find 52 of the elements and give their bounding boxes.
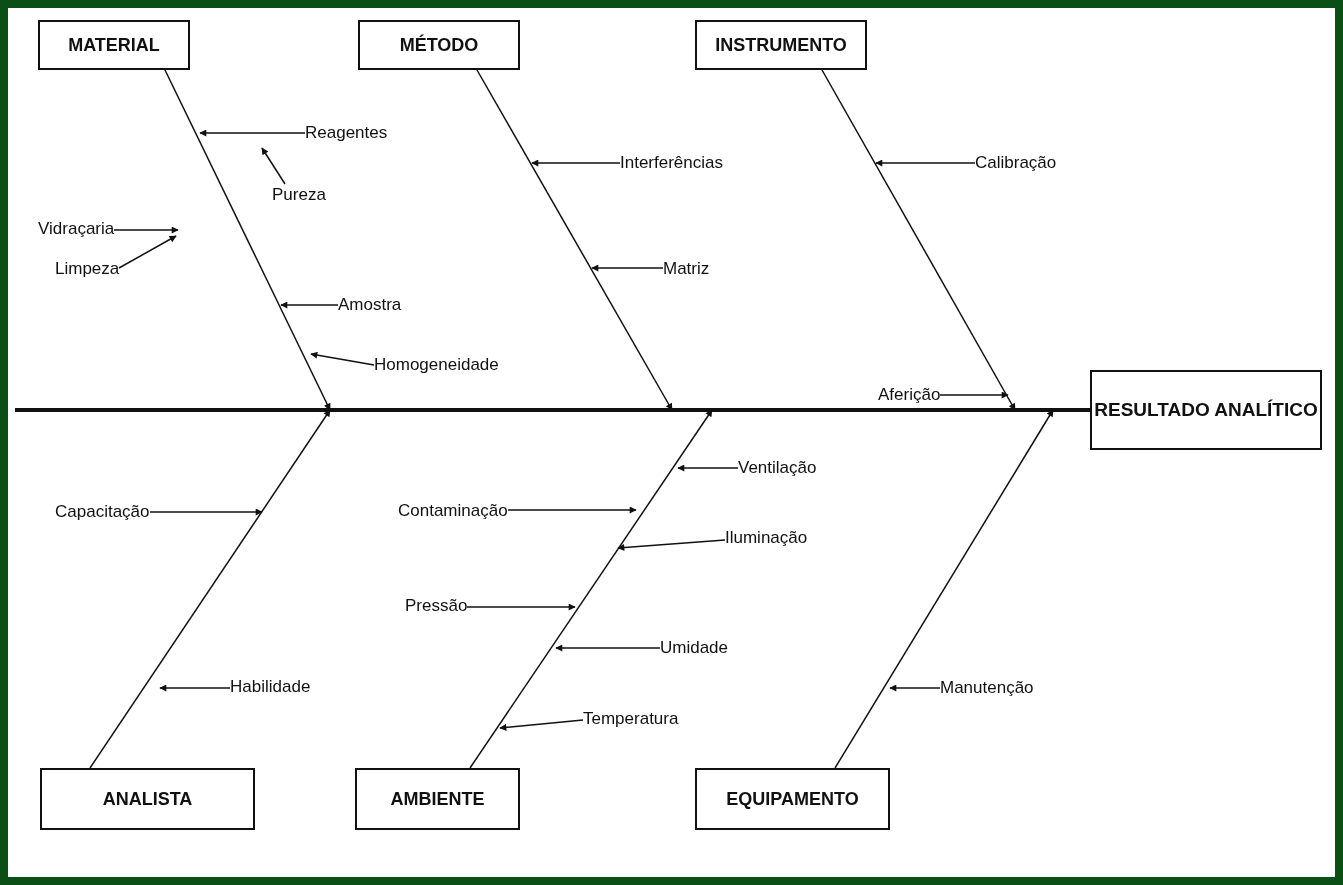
cause-label: Amostra [338, 294, 402, 316]
arrow [499, 719, 584, 731]
cause-label: Calibração [975, 152, 1057, 174]
arrow [89, 409, 331, 769]
arrow [617, 539, 726, 551]
category-box: EQUIPAMENTO [695, 768, 890, 830]
arrow [531, 159, 621, 167]
category-box: MATERIAL [38, 20, 190, 70]
category-box: INSTRUMENTO [695, 20, 867, 70]
cause-label: Habilidade [230, 676, 311, 698]
arrow [591, 264, 664, 272]
arrow [149, 508, 263, 516]
cause-label: Matriz [663, 258, 710, 280]
category-box: MÉTODO [358, 20, 520, 70]
arrow [821, 69, 1016, 411]
arrow [939, 391, 1009, 399]
cause-label: Limpeza [55, 258, 120, 280]
arrow [466, 603, 576, 611]
arrow [507, 506, 637, 514]
arrow [280, 301, 339, 309]
cause-label: Manutenção [940, 677, 1034, 699]
cause-label: Ventilação [738, 457, 817, 479]
cause-label: Vidraçaria [38, 218, 115, 240]
arrow [261, 147, 286, 185]
arrow [159, 684, 231, 692]
arrow [555, 644, 661, 652]
cause-label: Aferição [878, 384, 941, 406]
effect-box: RESULTADO ANALÍTICO [1090, 370, 1322, 450]
cause-label: Capacitação [55, 501, 150, 523]
cause-label: Temperatura [583, 708, 679, 730]
cause-label: Pressão [405, 595, 468, 617]
arrow [310, 351, 375, 366]
category-box: ANALISTA [40, 768, 255, 830]
cause-label: Contaminação [398, 500, 508, 522]
arrow [118, 235, 177, 269]
arrow [469, 409, 713, 769]
main-line [15, 408, 1090, 412]
arrow [199, 129, 306, 137]
arrow [476, 69, 673, 411]
cause-label: Pureza [272, 184, 326, 206]
category-box: AMBIENTE [355, 768, 520, 830]
arrow [875, 159, 976, 167]
cause-label: Reagentes [305, 122, 388, 144]
arrow [834, 409, 1054, 769]
arrow [164, 69, 331, 411]
arrow [677, 464, 739, 472]
arrow [113, 226, 179, 234]
cause-label: Interferências [620, 152, 723, 174]
cause-label: Homogeneidade [374, 354, 499, 376]
arrow [889, 684, 941, 692]
cause-label: Iluminação [725, 527, 808, 549]
cause-label: Umidade [660, 637, 729, 659]
